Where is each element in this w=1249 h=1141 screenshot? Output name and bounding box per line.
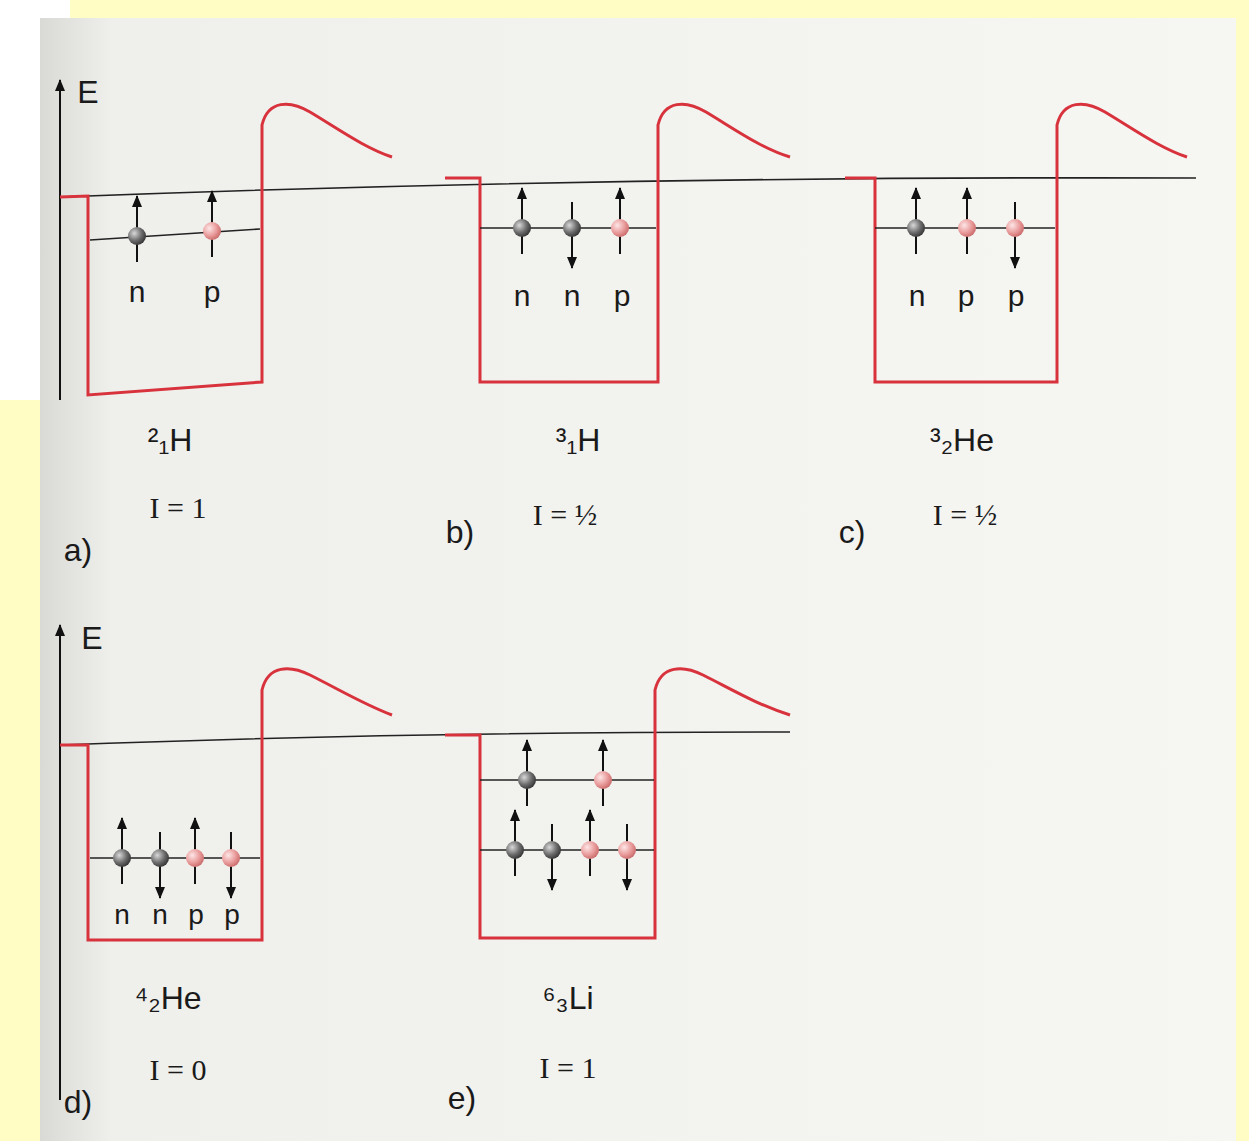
panel-letter: e) bbox=[448, 1082, 476, 1114]
particle-label: p bbox=[204, 277, 221, 307]
spin-value: I = 0 bbox=[150, 1055, 207, 1085]
nuclide-symbol: ³₂He bbox=[930, 424, 994, 456]
particle-label: n bbox=[114, 901, 130, 929]
nuclide-symbol: ³₁H bbox=[556, 424, 601, 456]
particle-label: n bbox=[152, 901, 168, 929]
particle-label: p bbox=[224, 901, 240, 929]
particle-label: p bbox=[614, 281, 631, 311]
spin-value: I = ½ bbox=[533, 500, 597, 530]
panel-letter: c) bbox=[839, 516, 866, 548]
particle-label: n bbox=[129, 277, 146, 307]
spin-value: I = 1 bbox=[540, 1053, 597, 1083]
spin-value: I = ½ bbox=[933, 500, 997, 530]
nuclide-symbol: ⁶₃Li bbox=[542, 982, 593, 1014]
panel-letter: a) bbox=[64, 534, 92, 566]
panel-letter: b) bbox=[446, 516, 474, 548]
axis-label: E bbox=[81, 622, 102, 654]
panel-letter: d) bbox=[64, 1086, 92, 1118]
particle-label: p bbox=[958, 281, 975, 311]
particle-label: n bbox=[514, 281, 531, 311]
particle-label: p bbox=[188, 901, 204, 929]
particle-label: n bbox=[909, 281, 926, 311]
particle-label: n bbox=[564, 281, 581, 311]
nuclide-symbol: ²₁H bbox=[148, 424, 193, 456]
particle-label: p bbox=[1008, 281, 1025, 311]
nuclide-symbol: ⁴₂He bbox=[134, 982, 201, 1014]
spin-value: I = 1 bbox=[150, 493, 207, 523]
axis-label: E bbox=[77, 76, 98, 108]
